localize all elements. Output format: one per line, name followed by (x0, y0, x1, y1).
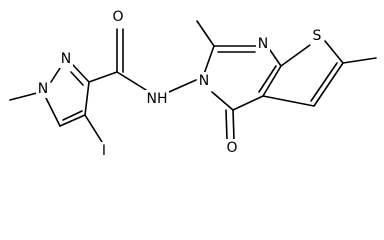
atom-o-carbonyl: O (112, 9, 123, 25)
bond-c4-c3 (84, 81, 90, 116)
atom-iodine: I (102, 143, 106, 159)
bond-c4-n3 (211, 91, 234, 111)
bonds (9, 20, 377, 143)
atom-labels: O N N I NH N N S O (36, 8, 324, 160)
bond-n1-c7a (269, 49, 282, 67)
atom-n-pyrimidine-1: N (258, 36, 268, 52)
bond-c4-o-double (225, 109, 228, 141)
bond-c4-o (232, 109, 235, 141)
bond-c7a-s (280, 44, 311, 67)
bond-c6-methyl (342, 57, 377, 64)
bond-carbonyl-nh (116, 71, 147, 91)
atom-o-pyrimidinone: O (226, 140, 237, 156)
bond-s-c6 (324, 40, 344, 64)
atom-n-pyrazole-1: N (38, 81, 48, 97)
bond-c7a-c4a-double (258, 65, 277, 93)
bond-c5-c4a (262, 95, 315, 107)
bond-c5-c4 (59, 114, 86, 127)
bond-c3-n2-double (70, 71, 84, 86)
bond-n3-c2 (203, 45, 215, 75)
atom-n-pyrimidine-3: N (199, 73, 209, 89)
bond-c2-methyl (196, 20, 215, 47)
bond-c3-n2 (72, 64, 90, 83)
bond-c6-c5-double (310, 62, 338, 102)
atom-n-pyrazole-2: N (61, 51, 71, 67)
molecule-diagram: O N N I NH N N S O (9, 8, 377, 160)
bond-n1-c5 (45, 97, 61, 127)
chemical-structure: O N N I NH N N S O (9, 8, 377, 160)
bond-c3-carbonyl (88, 71, 118, 83)
bond-c6-c5 (313, 62, 344, 107)
bond-c5-c4-double (62, 110, 83, 121)
bond-c4a-c4 (232, 95, 264, 111)
bond-nh-n3 (168, 79, 197, 93)
bond-n1-n2 (50, 67, 61, 83)
bond-methyl-n1 (9, 92, 38, 101)
bond-c7a-c4a (262, 65, 282, 97)
bond-c4-iodine (84, 114, 103, 143)
atom-nh: NH (147, 91, 168, 107)
atom-s-thiophene: S (313, 28, 322, 44)
